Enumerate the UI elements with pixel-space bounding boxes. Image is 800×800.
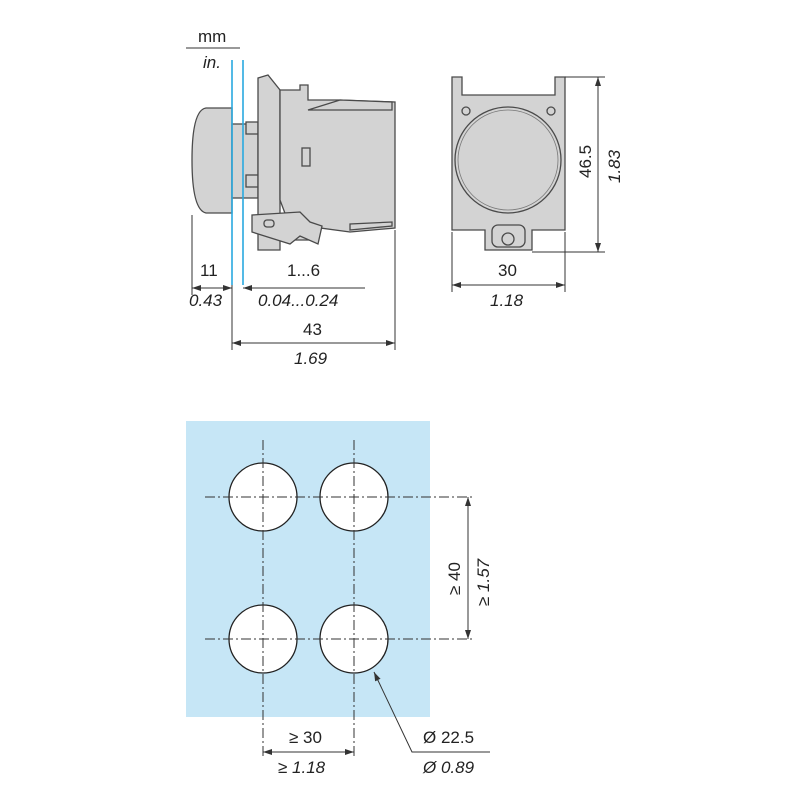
unit-mm: mm <box>198 27 226 46</box>
front-dimensions: 46.5 1.83 30 1.18 <box>451 76 624 310</box>
total-depth-mm: 43 <box>303 320 322 339</box>
unit-in: in. <box>203 53 221 72</box>
vertical-spacing-mm: ≥ 40 <box>445 562 464 595</box>
side-view <box>191 60 396 285</box>
side-dimensions: 11 0.43 1...6 0.04...0.24 43 1.69 <box>189 215 396 368</box>
cap-depth-mm: 11 <box>200 261 218 280</box>
cap-depth-in: 0.43 <box>189 291 223 310</box>
hole-diameter-mm: Ø 22.5 <box>423 728 474 747</box>
cutout-dimensions: ≥ 40 ≥ 1.57 ≥ 30 ≥ 1.18 Ø 22.5 Ø 0.89 <box>263 497 493 777</box>
vertical-spacing-in: ≥ 1.57 <box>474 558 493 606</box>
units-legend: mm in. <box>186 27 240 72</box>
height-mm: 46.5 <box>576 145 595 178</box>
fixing-base <box>279 84 396 241</box>
total-depth-in: 1.69 <box>294 349 328 368</box>
horizontal-spacing-mm: ≥ 30 <box>289 728 322 747</box>
front-view <box>451 76 566 251</box>
hole-diameter-in: Ø 0.89 <box>422 758 475 777</box>
horizontal-spacing-in: ≥ 1.18 <box>278 758 326 777</box>
push-button-cap <box>191 107 233 214</box>
height-in: 1.83 <box>605 149 624 183</box>
width-in: 1.18 <box>490 291 524 310</box>
mounting-panel <box>186 421 430 717</box>
bezel <box>231 123 259 199</box>
button-face <box>454 106 562 214</box>
panel-thickness-in: 0.04...0.24 <box>258 291 338 310</box>
width-mm: 30 <box>498 261 517 280</box>
panel-cutout <box>186 421 475 758</box>
panel-thickness-mm: 1...6 <box>287 261 320 280</box>
